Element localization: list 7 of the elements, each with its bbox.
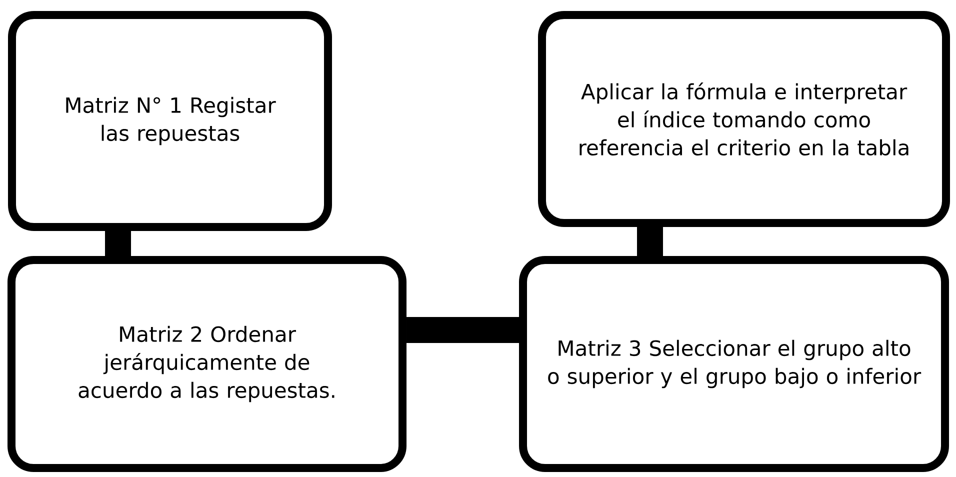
process-box: Aplicar la fórmula e interpretar el índice tomando como referencia el criterio en la tabla (538, 11, 950, 227)
connector-bar (406, 317, 519, 343)
process-box: Matriz 2 Ordenar jerárquicamente de acuerdo a las repuestas. (8, 256, 406, 472)
process-box: Matriz N° 1 Registar las repuestas (8, 11, 332, 231)
process-box: Matriz 3 Seleccionar el grupo alto o superior y el grupo bajo o inferior (519, 256, 949, 472)
connector-bar (105, 231, 131, 256)
connector-bar (637, 227, 663, 256)
